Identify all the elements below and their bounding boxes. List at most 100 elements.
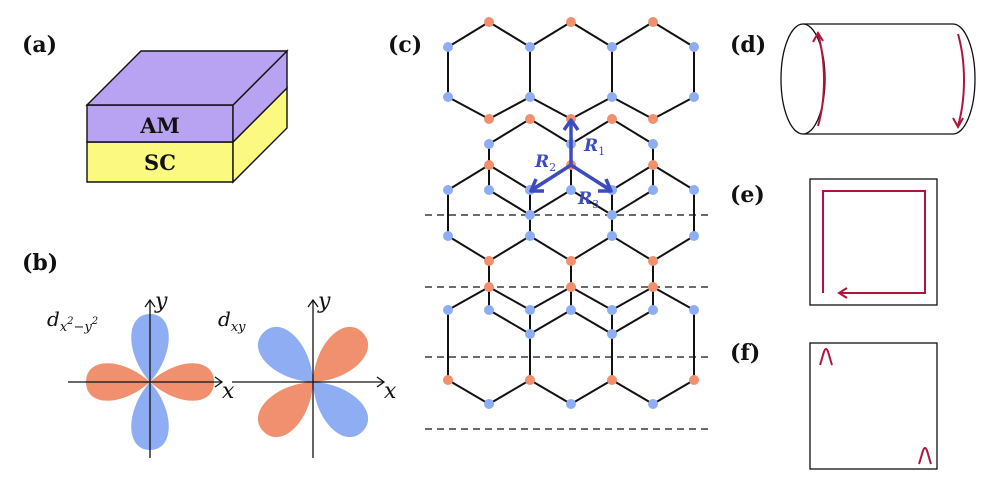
lobe-dxy-sw <box>258 382 313 437</box>
lattice-bond <box>611 96 654 120</box>
chiral-edge-current <box>822 190 926 294</box>
lattice-bond <box>611 309 654 335</box>
panel-a: (a) AM SC <box>22 32 289 184</box>
site-sublattice-a <box>484 114 494 124</box>
site-sublattice-a <box>648 114 658 124</box>
lattice-bond <box>488 164 531 191</box>
lattice-bond <box>611 164 654 191</box>
vector-r1-label: R1 <box>583 136 605 158</box>
site-sublattice-b <box>525 92 535 102</box>
site-sublattice-b <box>689 42 699 52</box>
site-sublattice-a <box>566 282 576 292</box>
lattice-edges <box>447 21 695 405</box>
y-axis-2-label: y <box>317 289 331 314</box>
lattice-bond <box>570 118 613 145</box>
site-sublattice-b <box>689 231 699 241</box>
lattice-bond <box>447 164 490 191</box>
lattice-bond <box>529 309 572 335</box>
site-sublattice-b <box>648 139 658 149</box>
orbital-dx2y2-label: dx2−y2 <box>47 307 98 335</box>
edge-current-front <box>817 33 825 127</box>
lattice-bond <box>611 189 654 216</box>
site-sublattice-b <box>648 305 658 315</box>
lattice-bond <box>447 96 490 120</box>
site-sublattice-b <box>648 399 658 409</box>
site-sublattice-a <box>566 17 576 27</box>
site-sublattice-a <box>689 375 699 385</box>
site-sublattice-a <box>484 17 494 27</box>
cylinder-body <box>803 23 976 135</box>
am-layer-top <box>85 50 289 106</box>
site-sublattice-a <box>443 375 453 385</box>
site-sublattice-b <box>607 42 617 52</box>
sc-layer-label: SC <box>144 150 176 175</box>
lattice-bond <box>570 286 613 311</box>
corner-square <box>809 342 938 470</box>
y-axis-2-arrow <box>307 298 319 308</box>
site-sublattice-b <box>484 139 494 149</box>
panel-d: (d) <box>730 23 976 135</box>
site-sublattice-b <box>525 231 535 241</box>
lattice-bond <box>652 286 695 311</box>
site-sublattice-b <box>443 231 453 241</box>
lattice-bond <box>570 309 613 335</box>
site-sublattice-b <box>607 210 617 220</box>
site-sublattice-b <box>689 305 699 315</box>
panel-c: (c) R1 R2 R3 <box>388 17 712 430</box>
panel-e-label: (e) <box>730 182 765 208</box>
lattice-bond <box>447 21 490 48</box>
vector-r2-head <box>529 178 544 193</box>
vector-r1-head <box>562 118 580 132</box>
lattice-bond <box>611 235 654 262</box>
site-sublattice-a <box>525 375 535 385</box>
lattice-bond <box>611 118 654 145</box>
lattice-bond <box>529 379 572 405</box>
site-sublattice-a <box>484 256 494 266</box>
site-sublattice-b <box>443 305 453 315</box>
panel-a-label: (a) <box>22 32 57 58</box>
lattice-bond <box>611 21 654 48</box>
lattice-bond <box>652 235 695 262</box>
corner-state-bottom-right <box>918 446 932 465</box>
lattice-bond <box>488 21 531 48</box>
site-sublattice-b <box>607 329 617 339</box>
site-sublattice-a <box>648 256 658 266</box>
lattice-bond <box>570 379 613 405</box>
lattice-bond <box>529 189 572 216</box>
vector-r3-line <box>570 163 611 192</box>
site-sublattice-a <box>525 114 535 124</box>
x-axis-1-arrow <box>214 376 224 388</box>
lattice-bond <box>652 164 695 191</box>
site-sublattice-b <box>525 210 535 220</box>
lattice-bond <box>529 96 572 120</box>
lattice-bond <box>570 96 613 120</box>
site-sublattice-b <box>525 305 535 315</box>
y-axis-1-label: y <box>154 289 168 314</box>
vector-r2-line <box>531 163 572 192</box>
lattice-bond <box>488 189 531 216</box>
x-axis-2-arrow <box>376 376 386 388</box>
lattice-bond <box>529 235 572 262</box>
lattice-bond <box>611 379 654 405</box>
lattice-bond <box>529 118 572 145</box>
lattice-vectors: R1 R2 R3 <box>529 118 613 211</box>
orbital-dxy-label: dxy <box>218 307 246 335</box>
lattice-bond <box>570 21 613 48</box>
site-sublattice-b <box>484 185 494 195</box>
site-sublattice-b <box>525 329 535 339</box>
site-sublattice-b <box>607 92 617 102</box>
site-sublattice-a <box>484 282 494 292</box>
lattice-bond <box>447 379 490 405</box>
panel-b-label: (b) <box>22 250 58 276</box>
lattice-sites <box>443 17 699 409</box>
panel-e: (e) <box>730 178 938 306</box>
site-sublattice-b <box>566 185 576 195</box>
site-sublattice-a <box>648 17 658 27</box>
lattice-bond <box>447 235 490 262</box>
site-sublattice-b <box>689 92 699 102</box>
lattice-bond <box>488 379 531 405</box>
lattice-bond <box>652 21 695 48</box>
lattice-bond <box>488 235 531 262</box>
site-sublattice-b <box>566 305 576 315</box>
